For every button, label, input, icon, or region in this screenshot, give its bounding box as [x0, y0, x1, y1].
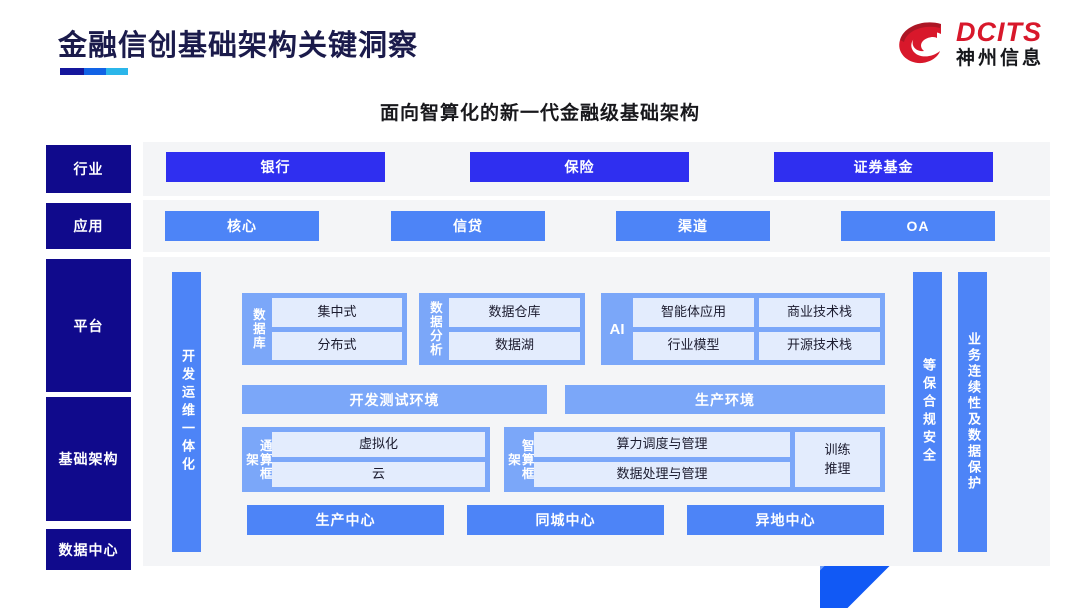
tile-training-inference[interactable]: 训练 推理	[795, 432, 880, 487]
accent-segment-1	[60, 68, 84, 75]
group-body-database: 集中式 分布式	[272, 298, 402, 360]
group-row: 虚拟化	[272, 432, 485, 457]
dcits-swoosh-icon	[899, 22, 941, 64]
group-label-ai: AI	[609, 320, 625, 338]
layer-label-application: 应用	[46, 203, 131, 249]
group-database[interactable]: 数据库 集中式 分布式	[242, 293, 407, 365]
group-body-general-compute: 虚拟化 云	[272, 432, 485, 487]
brand-logo: DCITS 神州信息	[896, 18, 1044, 68]
industry-item-insurance[interactable]: 保险	[470, 152, 689, 182]
logo-text-en: DCITS	[955, 16, 1042, 47]
group-row: 分布式	[272, 331, 402, 360]
application-item-core[interactable]: 核心	[165, 211, 319, 241]
group-label-data-analysis: 数据分析	[427, 301, 442, 357]
logo-wordmark: DCITS 神州信息	[955, 16, 1044, 69]
tile-cloud[interactable]: 云	[272, 462, 485, 487]
diagram-subtitle: 面向智算化的新一代金融级基础架构	[379, 103, 700, 124]
env-dev-test[interactable]: 开发测试环境	[242, 385, 547, 414]
group-body-intelligent-compute: 算力调度与管理 数据处理与管理	[534, 432, 790, 487]
group-body-data-analysis: 数据仓库 数据湖	[449, 298, 580, 360]
tile-data-lake[interactable]: 数据湖	[449, 331, 580, 360]
tile-inference-label: 推理	[824, 460, 851, 476]
page-title: 金融信创基础架构关键洞察	[58, 30, 419, 62]
group-row: 算力调度与管理	[534, 432, 790, 457]
group-row: 集中式	[272, 298, 402, 327]
group-label-intelligent-compute-framework: 智算框架	[506, 438, 534, 481]
group-intelligent-compute-framework[interactable]: 智算框架 算力调度与管理 数据处理与管理 训练 推理	[504, 427, 885, 492]
group-general-compute-framework[interactable]: 通算框架 虚拟化 云	[242, 427, 490, 492]
rail-devops-integration[interactable]: 开发运维一体化	[172, 272, 201, 552]
layer-label-industry: 行业	[46, 145, 131, 193]
application-item-oa[interactable]: OA	[841, 211, 995, 241]
tile-virtualization[interactable]: 虚拟化	[272, 432, 485, 457]
tile-compute-scheduling-management[interactable]: 算力调度与管理	[534, 432, 790, 457]
group-row: 数据处理与管理	[534, 462, 790, 487]
tile-industry-model[interactable]: 行业模型	[633, 331, 754, 360]
group-body-ai: 智能体应用 商业技术栈 行业模型 开源技术栈	[633, 298, 880, 360]
tile-agent-application[interactable]: 智能体应用	[633, 298, 754, 327]
center-production[interactable]: 生产中心	[247, 505, 444, 535]
application-item-credit[interactable]: 信贷	[391, 211, 545, 241]
tile-centralized[interactable]: 集中式	[272, 298, 402, 327]
tile-open-source-tech-stack[interactable]: 开源技术栈	[759, 331, 880, 360]
industry-item-securities-fund[interactable]: 证券基金	[774, 152, 993, 182]
tile-commercial-tech-stack[interactable]: 商业技术栈	[759, 298, 880, 327]
group-label-general-compute-framework: 通算框架	[244, 438, 272, 481]
accent-segment-3	[106, 68, 128, 75]
layer-label-platform: 平台	[46, 259, 131, 392]
application-item-channel[interactable]: 渠道	[616, 211, 770, 241]
tile-training-label: 训练	[824, 441, 851, 457]
title-underline-accent	[60, 68, 128, 75]
center-metro[interactable]: 同城中心	[467, 505, 664, 535]
tile-data-warehouse[interactable]: 数据仓库	[449, 298, 580, 327]
layer-label-datacenter: 数据中心	[46, 529, 131, 570]
industry-item-bank[interactable]: 银行	[166, 152, 385, 182]
tile-data-processing-management[interactable]: 数据处理与管理	[534, 462, 790, 487]
logo-text-cn: 神州信息	[955, 47, 1044, 69]
group-row: 数据仓库	[449, 298, 580, 327]
rail-compliance-security[interactable]: 等保合规安全	[913, 272, 942, 552]
group-ai[interactable]: AI 智能体应用 商业技术栈 行业模型 开源技术栈	[601, 293, 885, 365]
group-row: 智能体应用 商业技术栈	[633, 298, 880, 327]
rail-business-continuity-data-protection[interactable]: 业务连续性及数据保护	[958, 272, 987, 552]
env-production[interactable]: 生产环境	[565, 385, 885, 414]
group-data-analysis[interactable]: 数据分析 数据仓库 数据湖	[419, 293, 585, 365]
group-label-database: 数据库	[250, 308, 265, 350]
accent-segment-2	[84, 68, 106, 75]
tile-distributed[interactable]: 分布式	[272, 331, 402, 360]
center-remote[interactable]: 异地中心	[687, 505, 884, 535]
group-row: 行业模型 开源技术栈	[633, 331, 880, 360]
layer-label-infrastructure: 基础架构	[46, 397, 131, 521]
group-row: 云	[272, 462, 485, 487]
group-row: 数据湖	[449, 331, 580, 360]
